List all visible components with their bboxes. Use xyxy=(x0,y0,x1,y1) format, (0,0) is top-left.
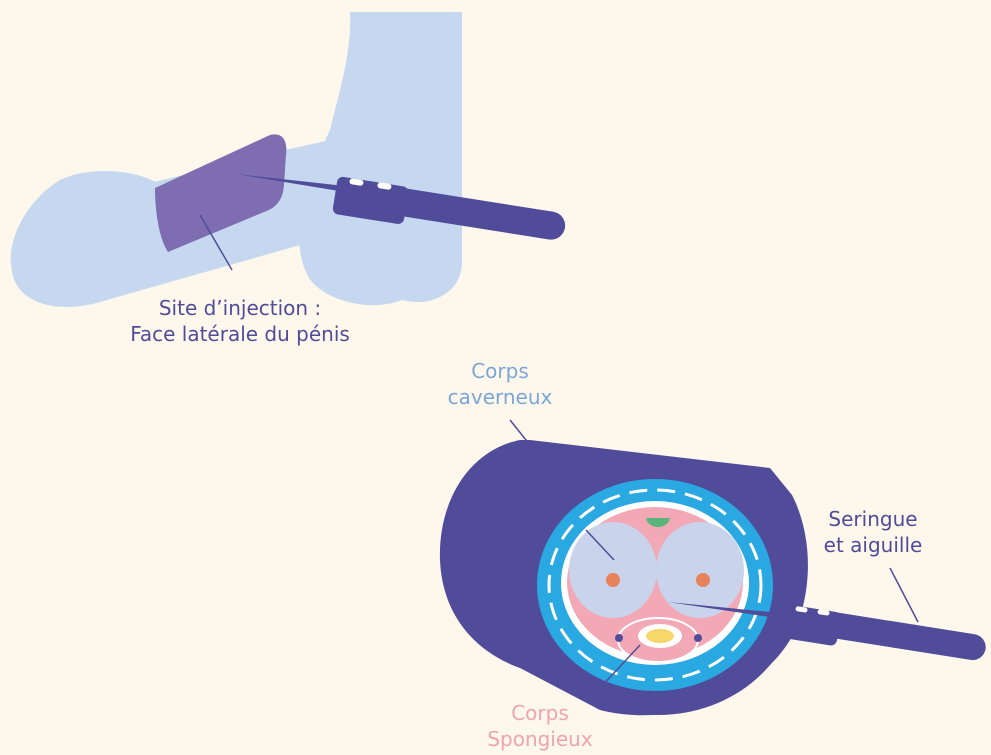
vessel-left xyxy=(615,634,623,642)
corpora-cavernosa-line1: Corps xyxy=(420,358,580,384)
urethra xyxy=(646,629,674,643)
syringe-leader xyxy=(890,568,918,622)
syringe-needle-line1: Seringue xyxy=(808,506,938,532)
corpora-cavernosa-line2: caverneux xyxy=(420,384,580,410)
injection-site-label: Site d’injection : Face latérale du péni… xyxy=(110,295,370,347)
syringe-needle-label: Seringue et aiguille xyxy=(808,506,938,558)
corpus-cavernosum-left xyxy=(569,522,657,618)
syringe-needle-line2: et aiguille xyxy=(808,532,938,558)
side-view-illustration xyxy=(11,12,567,307)
artery-right xyxy=(696,573,710,587)
injection-site-line1: Site d’injection : xyxy=(110,295,370,321)
corpus-spongiosum-line1: Corps xyxy=(470,700,610,726)
corpus-spongiosum-label: Corps Spongieux xyxy=(470,700,610,752)
corpora-cavernosa-label: Corps caverneux xyxy=(420,358,580,410)
injection-site-line2: Face latérale du pénis xyxy=(110,321,370,347)
artery-left xyxy=(606,573,620,587)
cross-section-illustration xyxy=(440,420,988,715)
vessel-right xyxy=(694,634,702,642)
corpus-cavernosum-right xyxy=(656,522,744,618)
corpus-spongiosum-line2: Spongieux xyxy=(470,726,610,752)
